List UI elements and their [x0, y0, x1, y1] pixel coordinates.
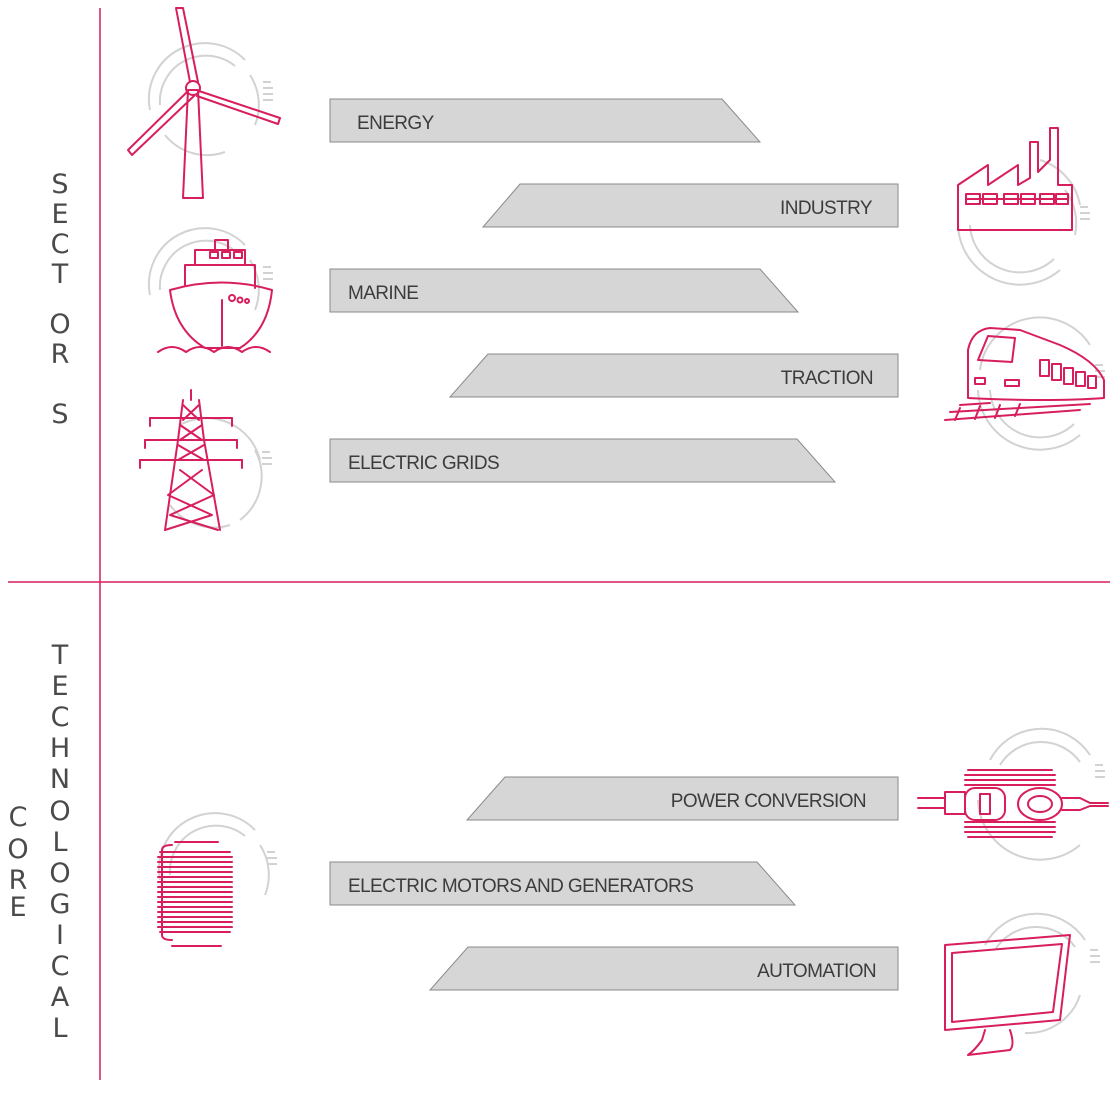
ribbon-electric-motors: ELECTRIC MOTORS AND GENERATORS: [329, 861, 797, 906]
ribbon-marine: MARINE: [329, 268, 800, 313]
ribbon-label: AUTOMATION: [757, 961, 876, 982]
train-icon: [944, 327, 1105, 421]
heading-letter: A: [51, 982, 70, 1013]
heading-letter: O: [7, 834, 28, 865]
heading-letter: R: [9, 865, 28, 896]
ribbon-automation: AUTOMATION: [428, 946, 899, 991]
core-heading: C O R E: [7, 802, 28, 923]
ring-icon: [984, 912, 1100, 1035]
factory-icon: [957, 127, 1073, 231]
heading-letter: L: [52, 827, 67, 858]
heading-letter: H: [50, 733, 70, 764]
heading-letter: C: [51, 702, 70, 733]
heading-letter: C: [51, 951, 70, 982]
ribbon-industry: INDUSTRY: [481, 183, 899, 228]
ring-icon: [977, 727, 1105, 861]
heading-letter: T: [51, 259, 69, 290]
coil-icon: [157, 841, 233, 947]
ribbon-label: ELECTRIC MOTORS AND GENERATORS: [348, 876, 693, 897]
heading-letter: E: [51, 199, 68, 230]
heading-letter: S: [51, 169, 68, 200]
ring-icon: [169, 417, 272, 529]
ribbon-label: POWER CONVERSION: [671, 791, 866, 812]
ribbon-energy: ENERGY: [329, 98, 762, 143]
wind-turbine-icon: [127, 7, 281, 199]
heading-letter: S: [51, 399, 68, 430]
heading-letter: C: [9, 802, 28, 833]
ribbon-traction: TRACTION: [448, 353, 899, 398]
ribbon-electric-grids: ELECTRIC GRIDS: [329, 438, 837, 483]
heading-letter: N: [50, 764, 70, 795]
ribbon-label: TRACTION: [781, 368, 873, 389]
ribbons: ENERGY INDUSTRY MARINE TRACTION ELECTRIC…: [329, 98, 899, 991]
ribbon-label: ENERGY: [357, 113, 435, 134]
heading-letter: G: [50, 889, 71, 920]
sectors-heading: S E C T O R S: [49, 169, 70, 430]
heading-letter: L: [52, 1013, 67, 1044]
ring-icon: [147, 42, 273, 157]
technological-heading: T E C H N O L O G I C A L: [49, 640, 70, 1044]
monitor-icon: [944, 934, 1071, 1056]
heading-letter: R: [51, 339, 70, 370]
heading-letter: O: [49, 858, 70, 889]
ring-icon: [957, 159, 1090, 286]
power-pylon-icon: [139, 389, 243, 531]
ribbon-power-conversion: POWER CONVERSION: [465, 776, 899, 821]
ribbon-label: MARINE: [348, 283, 418, 304]
heading-letter: O: [49, 309, 70, 340]
ribbon-label: INDUSTRY: [780, 198, 873, 219]
heading-letter: I: [56, 920, 64, 951]
heading-letter: T: [51, 640, 69, 671]
ring-icon: [977, 316, 1105, 451]
heading-letter: O: [49, 796, 70, 827]
heading-letter: E: [9, 892, 26, 923]
power-converter-icon: [917, 769, 1109, 838]
ribbon-label: ELECTRIC GRIDS: [348, 453, 499, 474]
heading-letter: E: [51, 671, 68, 702]
heading-letter: C: [51, 229, 70, 260]
ship-icon: [157, 239, 273, 353]
